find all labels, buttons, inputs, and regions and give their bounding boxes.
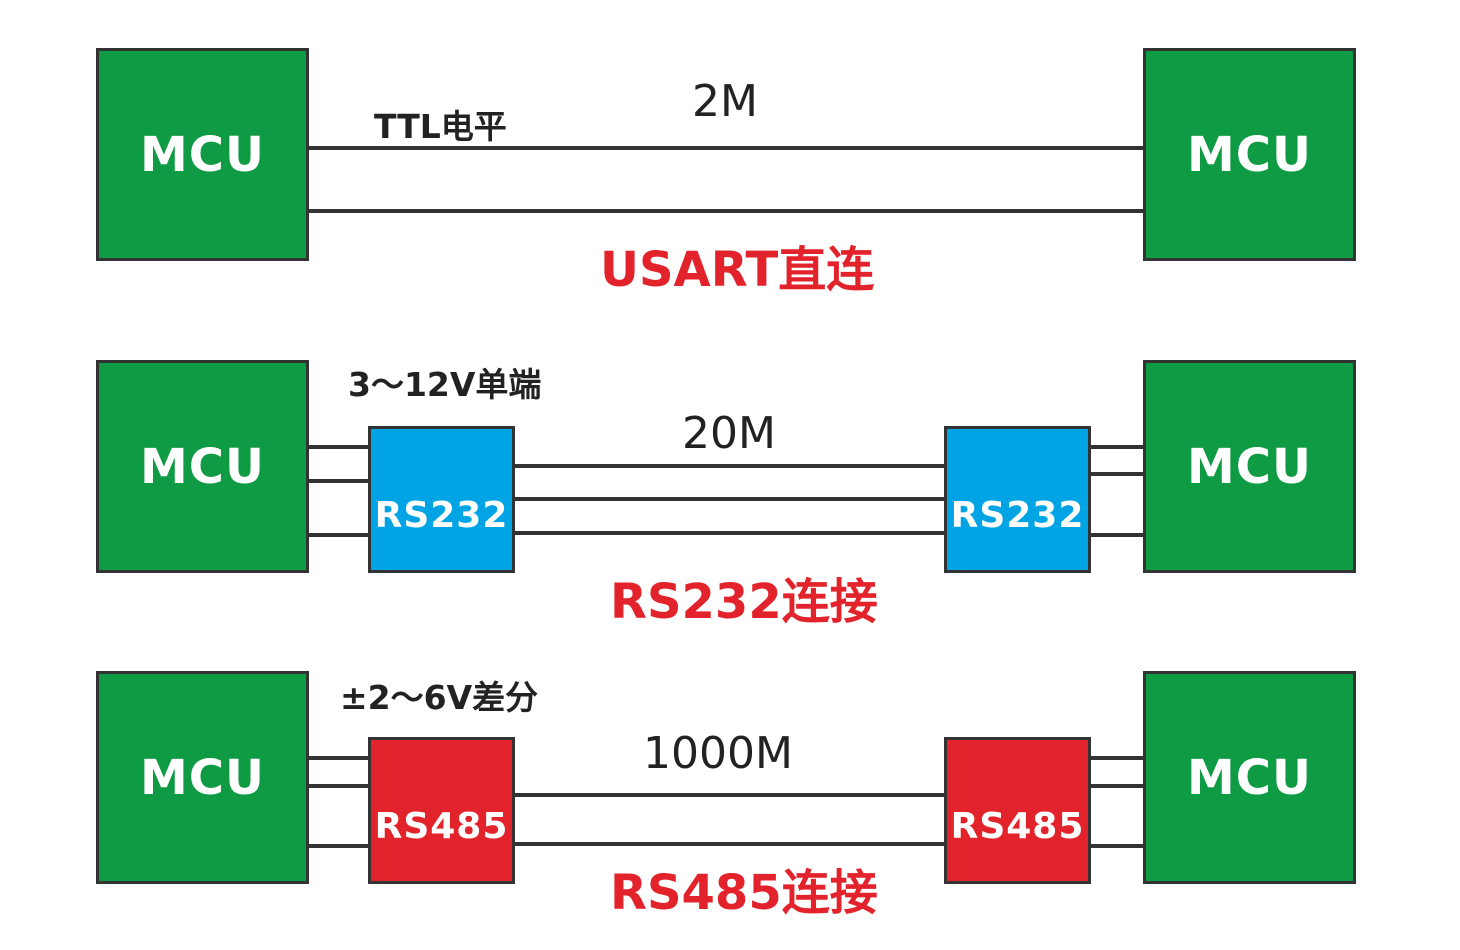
signal-level-label: TTL电平 xyxy=(374,107,507,146)
wire-stub xyxy=(1088,445,1145,449)
mcu-label: MCU xyxy=(140,126,265,183)
connection-caption: USART直连 xyxy=(600,242,875,298)
speed-label: 20M xyxy=(682,408,776,459)
wire-stub xyxy=(306,844,370,848)
wire-stub xyxy=(1088,533,1145,537)
rs232-chip-right: RS232 xyxy=(944,426,1091,573)
wire-stub xyxy=(306,533,370,537)
rs485-chip-right: RS485 xyxy=(944,737,1091,884)
rs232-chip-left: RS232 xyxy=(368,426,515,573)
wire-stub xyxy=(1088,844,1145,848)
mcu-label: MCU xyxy=(140,749,265,806)
wire-stub xyxy=(306,479,370,483)
mcu-box-right: MCU xyxy=(1143,671,1356,884)
chip-label: RS232 xyxy=(374,495,509,536)
wire-stub xyxy=(306,756,370,760)
ttl-wire-top xyxy=(306,146,1146,150)
mcu-label: MCU xyxy=(140,438,265,495)
mcu-box-left: MCU xyxy=(96,48,309,261)
rs485-wire xyxy=(512,842,946,846)
mcu-label: MCU xyxy=(1187,126,1312,183)
rs232-wire xyxy=(512,497,946,501)
connection-caption: RS232连接 xyxy=(610,574,878,630)
speed-label: 1000M xyxy=(643,728,793,779)
wire-stub xyxy=(306,784,370,788)
mcu-label: MCU xyxy=(1187,749,1312,806)
rs232-wire xyxy=(512,464,946,468)
wire-stub xyxy=(1088,472,1145,476)
mcu-box-left: MCU xyxy=(96,360,309,573)
rs485-chip-left: RS485 xyxy=(368,737,515,884)
wire-stub xyxy=(306,445,370,449)
wire-stub xyxy=(1088,756,1145,760)
signal-level-label: ±2～6V差分 xyxy=(340,678,539,717)
rs485-wire xyxy=(512,793,946,797)
mcu-box-right: MCU xyxy=(1143,360,1356,573)
chip-label: RS485 xyxy=(374,806,509,847)
signal-level-label: 3～12V单端 xyxy=(348,365,542,404)
connection-caption: RS485连接 xyxy=(610,865,878,921)
ttl-wire-bottom xyxy=(306,209,1146,213)
chip-label: RS232 xyxy=(950,495,1085,536)
mcu-box-left: MCU xyxy=(96,671,309,884)
mcu-label: MCU xyxy=(1187,438,1312,495)
speed-label: 2M xyxy=(692,76,758,127)
rs232-wire xyxy=(512,531,946,535)
mcu-box-right: MCU xyxy=(1143,48,1356,261)
wire-stub xyxy=(1088,784,1145,788)
chip-label: RS485 xyxy=(950,806,1085,847)
